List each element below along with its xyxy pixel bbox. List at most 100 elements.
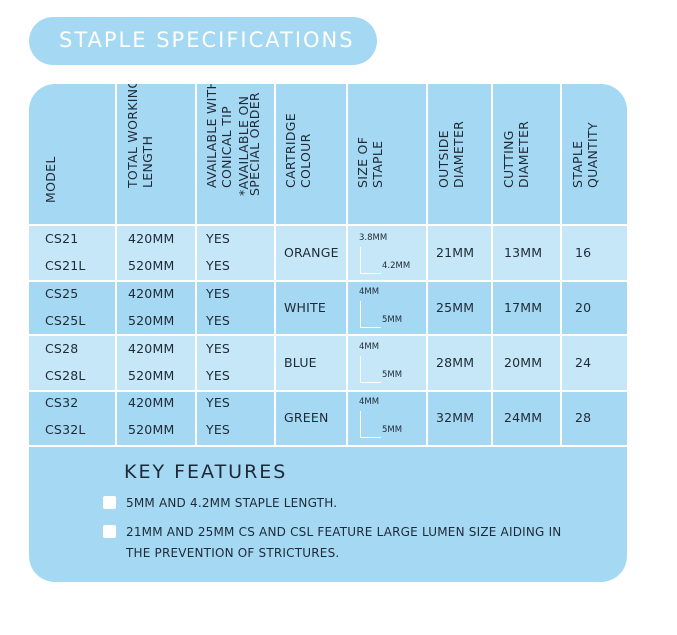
staple-bottom-size: 5MM [382,370,403,380]
colour-cell: GREEN [284,410,329,425]
header-outside-line-1: OUTSIDE [436,130,451,188]
conical-cell: YES [206,341,231,356]
length-cell: 520MM [128,258,175,273]
length-cell: 420MM [128,231,175,246]
page-title: STAPLE SPECIFICATIONS [59,28,355,52]
conical-cell: YES [206,286,231,301]
header-quantity-label: STAPLE QUANTITY [570,122,600,188]
checkbox-icon [103,496,116,509]
conical-cell: YES [206,258,231,273]
header-colour-line-2: COLOUR [298,133,313,188]
header-colour-line-1: CARTRIDGE [283,113,298,188]
group-divider-1 [29,280,627,282]
colour-cell: WHITE [284,300,326,315]
checkbox-icon [103,525,116,538]
key-feature-text: 5MM AND 4.2MM STAPLE LENGTH. [126,496,338,510]
col-divider-6 [491,84,493,445]
header-cutting-line-1: CUTTING [501,130,516,188]
header-outside: OUTSIDE DIAMETER [436,84,496,224]
length-cell: 520MM [128,422,175,437]
length-cell: 520MM [128,313,175,328]
group-band-3 [29,336,627,390]
staple-diagram: 4MM 5MM [358,397,418,442]
header-cutting: CUTTING DIAMETER [501,84,561,224]
staple-bracket-icon [360,356,381,383]
header-length-line-2: LENGTH [140,135,155,188]
model-cell: CS25 [45,286,79,301]
col-divider-5 [426,84,428,445]
outside-cell: 21MM [436,245,475,260]
key-feature-item: 5MM AND 4.2MM STAPLE LENGTH. [103,493,338,514]
col-divider-3 [274,84,276,445]
key-features-title: KEY FEATURES [124,461,288,483]
length-cell: 420MM [128,286,175,301]
table-bottom-divider [29,445,627,447]
model-cell: CS28 [45,341,79,356]
staple-diagram: 4MM 5MM [358,342,418,387]
staple-top-size: 4MM [359,342,380,352]
header-cutting-line-2: DIAMETER [516,120,531,188]
model-cell: CS21L [45,258,86,273]
cutting-cell: 24MM [504,410,543,425]
col-divider-2 [195,84,197,445]
quantity-cell: 24 [575,355,592,370]
key-feature-text: 21MM AND 25MM CS AND CSL FEATURE LARGE L… [126,525,562,539]
group-divider-3 [29,390,627,392]
header-size-label: SIZE OF STAPLE [355,137,385,188]
cutting-cell: 17MM [504,300,543,315]
outside-cell: 25MM [436,300,475,315]
col-divider-1 [115,84,117,445]
header-conical-line-1: AVAILABLE WITH [204,84,219,188]
conical-cell: YES [206,422,231,437]
header-cutting-label: CUTTING DIAMETER [501,121,531,188]
header-outside-label: OUTSIDE DIAMETER [436,121,466,188]
colour-cell: ORANGE [284,245,339,260]
col-divider-7 [560,84,562,445]
length-cell: 420MM [128,341,175,356]
quantity-cell: 16 [575,245,592,260]
group-band-1 [29,226,627,280]
staple-diagram: 4MM 5MM [358,287,418,332]
staple-top-size: 4MM [359,287,380,297]
header-model-line: MODEL [43,156,58,203]
staple-diagram: 3.8MM 4.2MM [358,233,418,278]
staple-bottom-size: 5MM [382,425,403,435]
header-size-line-2: STAPLE [370,140,385,188]
cutting-cell: 13MM [504,245,543,260]
colour-cell: BLUE [284,355,317,370]
header-quantity-line-2: QUANTITY [585,122,600,188]
header-quantity-line-1: STAPLE [570,140,585,188]
staple-bracket-icon [360,247,381,274]
conical-cell: YES [206,368,231,383]
conical-cell: YES [206,395,231,410]
header-conical-note-line-2: SPECIAL ORDER [247,92,262,196]
header-length-line-1: TOTAL WORKING [125,84,140,188]
header-conical: AVAILABLE WITH CONICAL TIP *AVAILABLE ON… [204,84,284,224]
length-cell: 420MM [128,395,175,410]
conical-cell: YES [206,313,231,328]
model-cell: CS32L [45,422,86,437]
header-model: MODEL [43,84,103,224]
title-banner: STAPLE SPECIFICATIONS [29,17,377,65]
header-colour: CARTRIDGE COLOUR [283,84,353,224]
conical-cell: YES [206,231,231,246]
header-model-label: MODEL [43,156,58,203]
header-outside-line-2: DIAMETER [451,120,466,188]
key-feature-text: THE PREVENTION OF STRICTURES. [126,546,340,560]
quantity-cell: 20 [575,300,592,315]
header-size: SIZE OF STAPLE [355,84,425,224]
staple-top-size: 3.8MM [359,233,388,243]
staple-bracket-icon [360,301,381,328]
header-size-line-1: SIZE OF [355,136,370,188]
model-cell: CS28L [45,368,86,383]
header-conical-note: *AVAILABLE ON SPECIAL ORDER [236,92,262,196]
outside-cell: 32MM [436,410,475,425]
model-cell: CS25L [45,313,86,328]
header-colour-label: CARTRIDGE COLOUR [283,113,313,188]
outside-cell: 28MM [436,355,475,370]
model-cell: CS21 [45,231,79,246]
group-divider-2 [29,334,627,336]
header-length-label: TOTAL WORKING LENGTH [125,84,155,188]
length-cell: 520MM [128,368,175,383]
header-quantity: STAPLE QUANTITY [570,84,627,224]
